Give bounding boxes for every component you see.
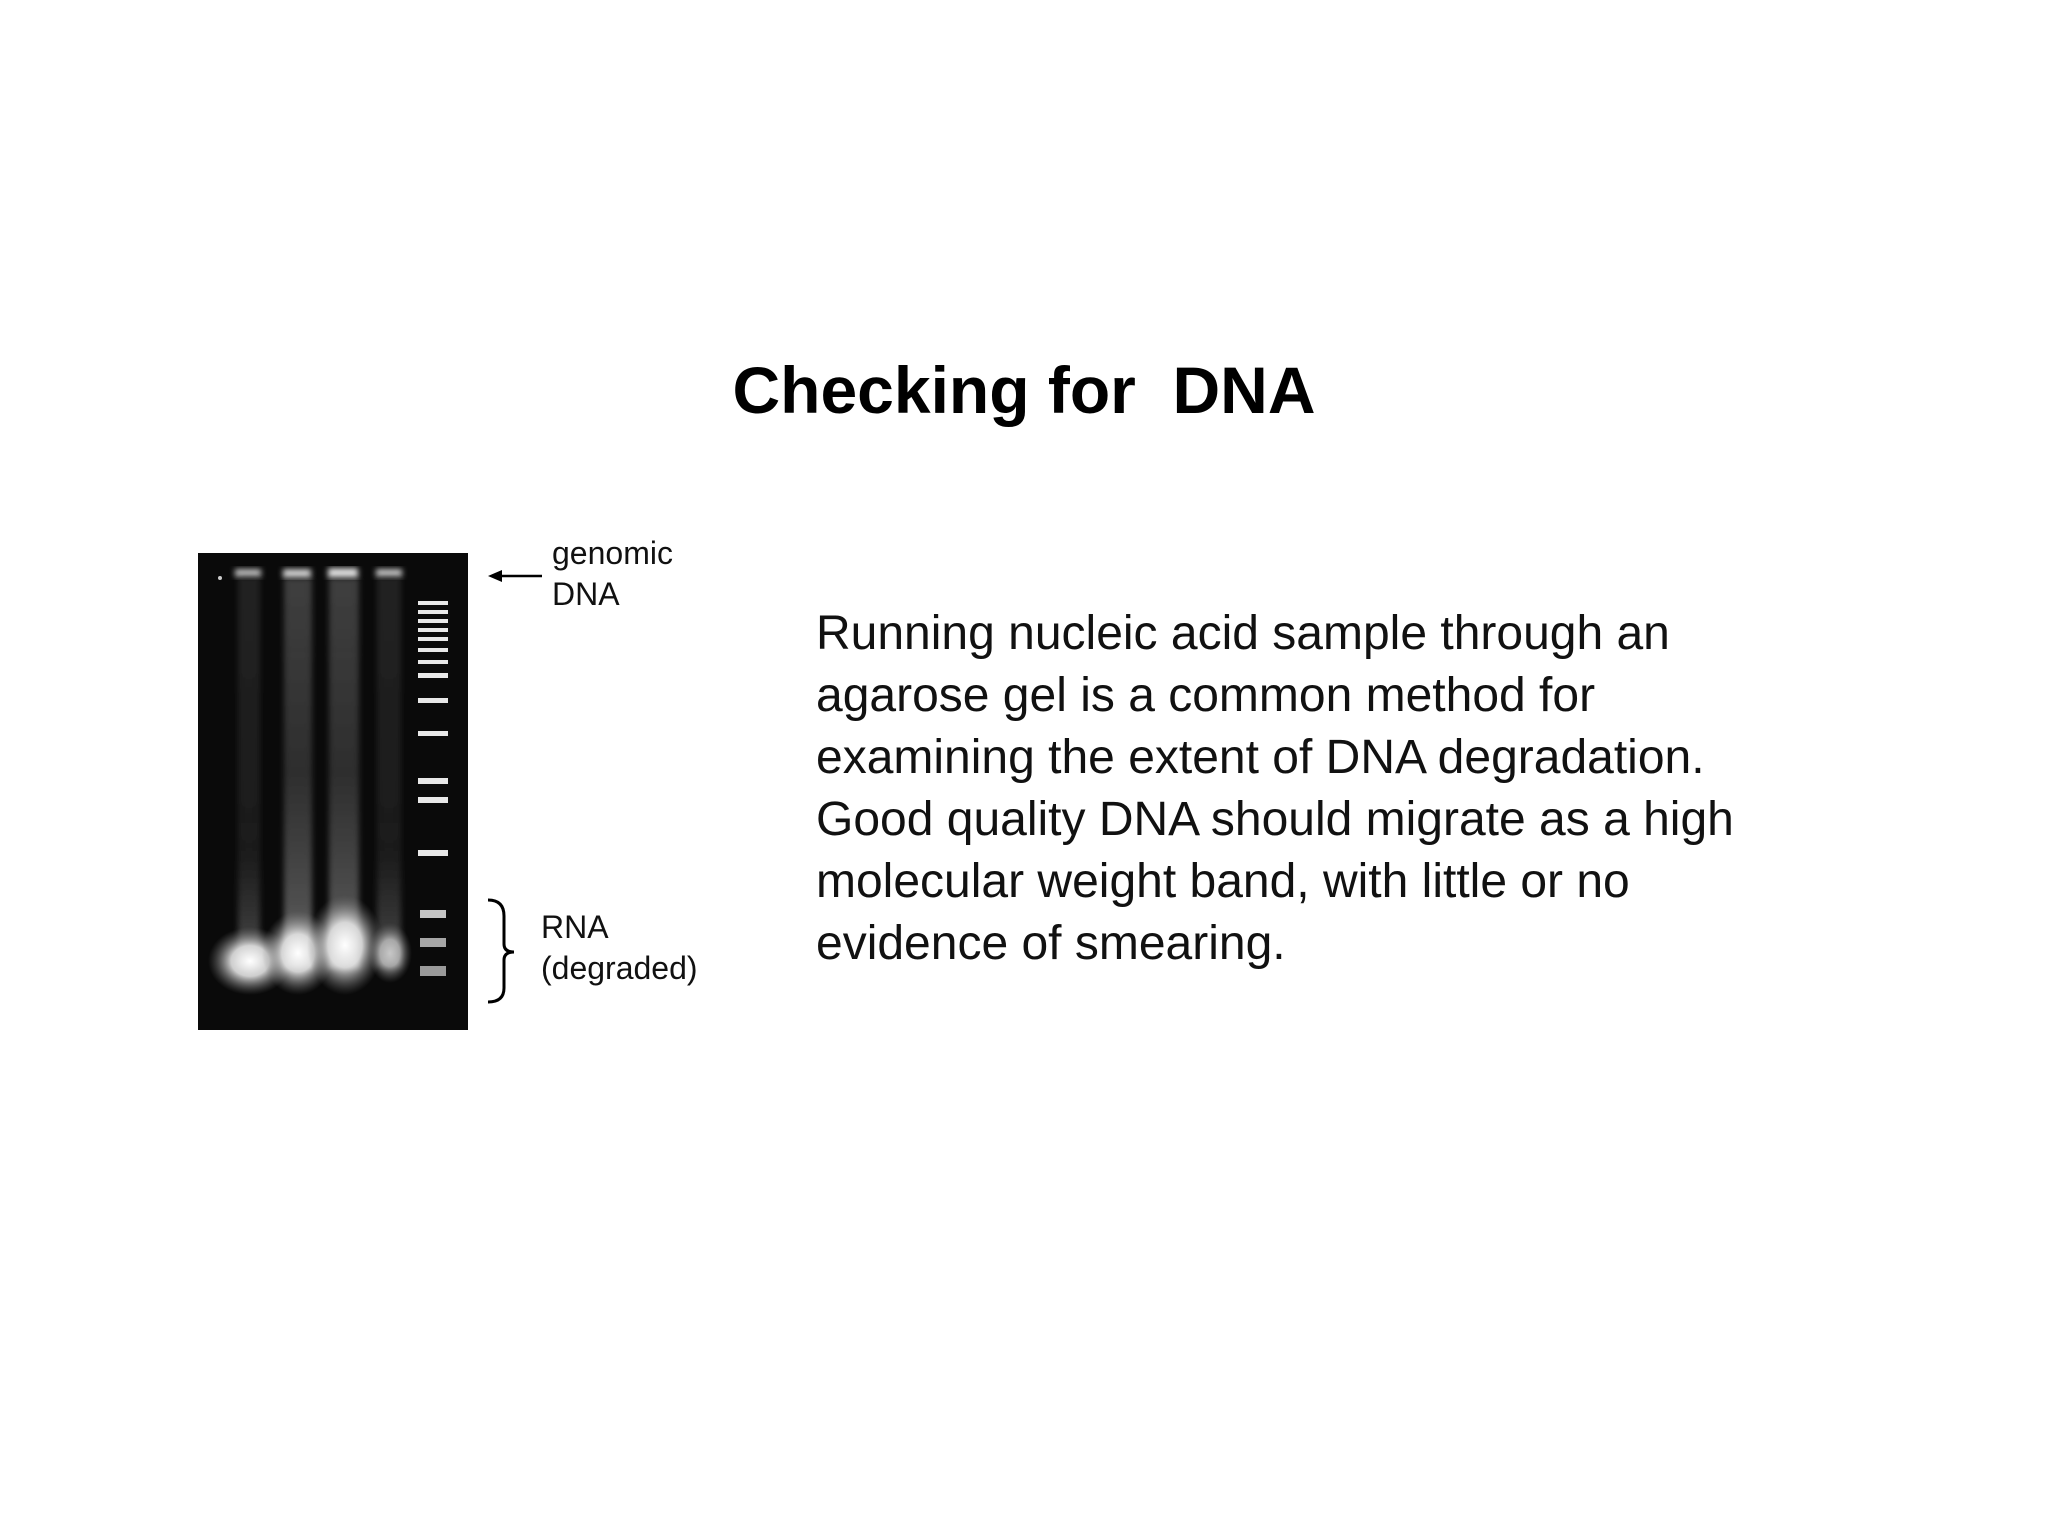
genomic-dna-label-line2: DNA	[552, 576, 620, 612]
body-line: molecular weight band, with little or no	[816, 855, 1630, 908]
genomic-dna-label-line1: genomic	[552, 535, 673, 571]
figure-annotations	[487, 570, 542, 1004]
body-line: Good quality DNA should migrate as a hig…	[816, 793, 1734, 846]
body-line: evidence of smearing.	[816, 917, 1286, 970]
rna-label-line2: (degraded)	[541, 950, 698, 986]
slide-body-text: Running nucleic acid sample through an a…	[816, 603, 1916, 975]
slide-title: Checking for DNA	[732, 353, 1316, 427]
body-line: Running nucleic acid sample through an	[816, 607, 1670, 660]
genomic-dna-label: genomic DNA	[552, 533, 673, 615]
left-arrow-icon	[488, 570, 542, 582]
lane-smears	[238, 577, 401, 968]
body-line: examining the extent of DNA degradation.	[816, 731, 1705, 784]
gel-electrophoresis-image	[198, 553, 468, 1030]
rna-degraded-blobs	[208, 895, 412, 995]
rna-degraded-label: RNA (degraded)	[541, 907, 698, 989]
body-line: agarose gel is a common method for	[816, 669, 1596, 722]
ladder-bands	[418, 601, 448, 976]
right-brace-icon	[487, 898, 515, 1004]
genomic-dna-bands	[235, 568, 402, 578]
rna-label-line1: RNA	[541, 909, 609, 945]
